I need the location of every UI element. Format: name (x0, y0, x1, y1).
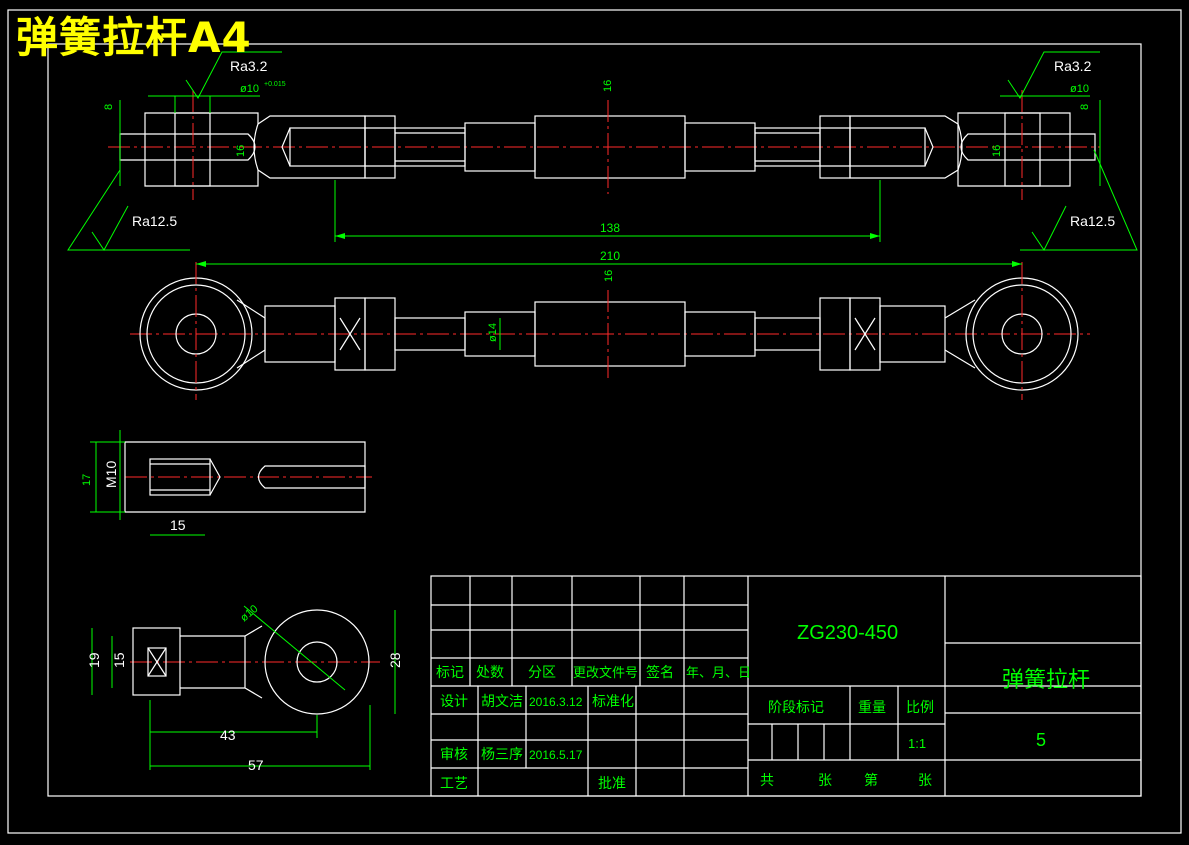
dim-eye-height: 28 (387, 652, 403, 668)
title-block: 标记 处数 分区 更改文件号 签名 年、月、日 设计 胡文洁 2016.3.12… (430, 575, 1142, 797)
dim-left-bore: ø10 (240, 83, 259, 95)
detail-fork: 17 M10 15 (81, 430, 372, 536)
dim-eye-center-len: 43 (220, 727, 236, 743)
detail-eye: ø10 19 15 28 43 57 (86, 603, 403, 773)
eye-detail-bore (296, 641, 338, 683)
designer-name: 胡文洁 (481, 693, 523, 709)
left-drill-point (281, 127, 291, 167)
outer-border (7, 9, 1182, 834)
fork-slot-detail (257, 465, 366, 489)
header-change-doc: 更改文件号 (573, 665, 638, 680)
header-count: 处数 (476, 664, 504, 680)
eye-hex-detail (132, 627, 181, 696)
header-date: 年、月、日 (686, 665, 751, 680)
part-name: 弹簧拉杆 (1002, 667, 1090, 692)
eye-detail-outer (264, 609, 370, 715)
dim-right-head: 16 (991, 145, 1003, 157)
right-fork-section (957, 112, 1071, 187)
dim-fork-depth: 15 (170, 517, 186, 533)
inner-border (47, 43, 1142, 797)
left-fork-bore (174, 112, 211, 187)
header-mark: 标记 (436, 664, 464, 680)
ra-fine-left: Ra3.2 (230, 58, 268, 74)
right-thread-hole (849, 127, 926, 167)
dim-fork-height: 17 (81, 474, 93, 486)
material: ZG230-450 (797, 622, 898, 644)
top-view (108, 90, 1100, 200)
right-neck (879, 305, 946, 363)
left-fork-slot (119, 133, 256, 161)
side-view (130, 262, 1090, 400)
dim-left-head: 16 (235, 145, 247, 157)
dim-side-center: 16 (603, 270, 615, 282)
dim-eye-inner: 15 (111, 652, 127, 668)
dim-overall: 210 (600, 249, 620, 263)
right-fork-slot (960, 133, 1096, 161)
header-signature: 签名 (646, 664, 674, 680)
dim-right-bore: ø10 (1070, 83, 1089, 95)
label-total: 共 (760, 772, 774, 788)
label-review: 审核 (440, 746, 468, 762)
dim-shaft-dia: ø14 (487, 323, 499, 342)
label-approve: 批准 (598, 775, 626, 791)
label-standardization: 标准化 (592, 693, 634, 709)
dim-left-bore-tol: +0.015 (264, 81, 286, 88)
fork-thread-hole (149, 458, 211, 496)
drawing-title: 弹簧拉杆A4 (16, 13, 252, 62)
right-fork-bore (1004, 112, 1041, 187)
ra-fine-right: Ra3.2 (1054, 58, 1092, 74)
dim-left-width: 8 (103, 104, 115, 110)
side-view-annotations: 210 16 ø14 (196, 249, 1022, 350)
dim-fork-thread: M10 (103, 461, 119, 488)
ra-rough-left: Ra12.5 (132, 213, 177, 229)
label-design: 设计 (440, 693, 468, 709)
dim-eye-total-len: 57 (248, 757, 264, 773)
label-scale: 比例 (906, 699, 934, 715)
dim-span: 138 (600, 221, 620, 235)
label-sheets-2: 张 (918, 772, 932, 788)
fork-detail-section (124, 441, 366, 513)
dim-right-width: 8 (1079, 104, 1091, 110)
dim-eye-outer: 19 (86, 652, 102, 668)
dim-center-dia: 16 (602, 80, 614, 92)
part-number: 5 (1036, 730, 1046, 750)
label-process: 工艺 (440, 775, 468, 791)
design-date: 2016.3.12 (529, 695, 583, 709)
top-view-annotations: 8 ø10 +0.015 16 16 ø10 8 16 138 Ra3.2 Ra… (67, 51, 1138, 251)
reviewer-name: 杨三序 (481, 746, 523, 762)
ra-rough-right: Ra12.5 (1070, 213, 1115, 229)
review-date: 2016.5.17 (529, 748, 583, 762)
label-weight: 重量 (858, 699, 886, 715)
label-sheet-no: 第 (864, 772, 878, 788)
dim-eye-bore: ø10 (238, 603, 260, 624)
header-zone: 分区 (528, 664, 556, 680)
scale-value: 1:1 (908, 736, 926, 751)
label-stage-mark: 阶段标记 (768, 699, 824, 715)
label-sheets: 张 (818, 772, 832, 788)
